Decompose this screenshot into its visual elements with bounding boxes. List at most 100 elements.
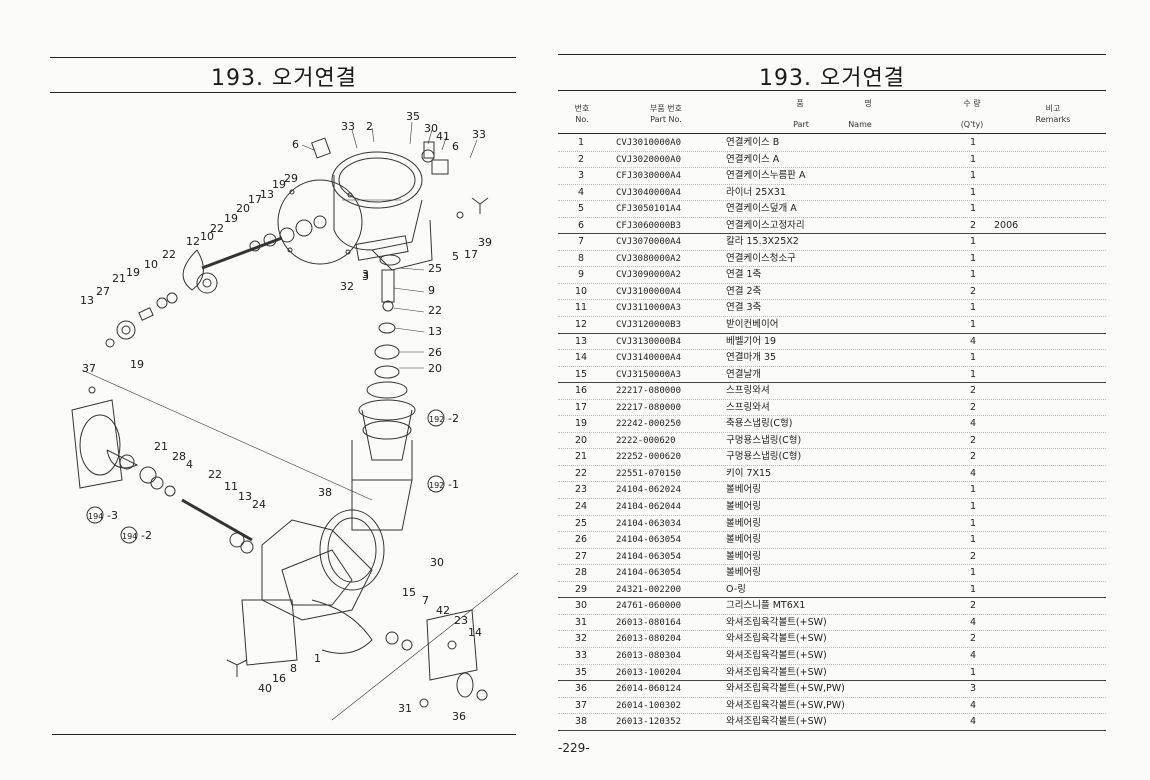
cell-part-no: 26014-060124 [616,684,682,695]
cell-qty: 1 [969,583,977,595]
cell-no: 25 [574,517,588,529]
callout: 21 [112,272,126,285]
cell-name: 와셔조립육각볼트(+SW,PW) [726,683,845,695]
cell-name: 볼베어링 [726,501,761,513]
cell-no: 21 [574,451,588,463]
cell-no: 28 [574,567,588,579]
cell-name: 라이너 25X31 [726,186,786,198]
callout: 13 [428,325,442,338]
cell-no: 16 [574,385,588,397]
callout: 19 [130,358,144,371]
cell-no: 12 [574,319,588,331]
cell-name: 연결케이스고정자리 [726,219,805,231]
cell-part-no: CVJ3070000A4 [616,237,682,248]
cell-name: 연결날개 [726,368,761,380]
cell-part-no: 24104-062024 [616,485,682,496]
cell-qty: 2 [969,434,977,446]
cell-part-no: 22217-080000 [616,386,682,397]
callout: 32 [340,280,354,293]
callout: 19 [126,266,140,279]
title-rule [558,90,1106,91]
cell-qty: 2 [969,401,977,413]
callout: 23 [454,614,468,627]
cell-qty: 2 [969,600,977,612]
cell-part-no: 26013-080304 [616,650,682,661]
page-number: -229- [558,741,590,755]
cell-part-no: 26013-120352 [616,717,682,728]
cell-name: 축용스냅링(C형) [726,418,793,430]
cell-no: 36 [574,683,588,695]
callout: 10 [200,230,214,243]
bottom-rule [52,734,516,735]
cell-no: 8 [577,252,585,264]
cell-part-no: CVJ3120000B3 [616,320,682,331]
left-page: 193. 오거연결 [0,0,560,780]
header-part-no-ko: 부품 번호 [650,104,682,113]
callout: 10 [144,258,158,271]
page-title: 193. 오거연결 [759,66,905,91]
cell-no: 5 [577,203,585,215]
callout: 3 [362,270,369,283]
cell-no: 2 [577,153,585,165]
cell-qty: 1 [969,666,977,678]
cell-name: 연결 1축 [726,269,762,281]
cell-no: 14 [574,352,588,364]
cell-part-no: 26014-100302 [616,700,682,711]
cell-name: 받이컨베이어 [726,319,779,331]
header-part-ko: 품 [796,99,804,108]
cell-qty: 1 [969,170,977,182]
callout: 11 [224,480,238,493]
cell-part-no: 2222-000620 [616,435,676,446]
callout: 1 [314,652,321,665]
cell-part-no: CVJ3150000A3 [616,369,682,380]
cell-name: 볼베어링 [726,534,761,546]
top-rule [558,54,1106,55]
leader-lines [81,121,518,721]
cell-name: 스프링와셔 [726,385,770,397]
callout: 2 [366,120,373,133]
cell-part-no: 22252-000620 [616,452,682,463]
header-name-en: Name [848,120,872,129]
cell-qty: 1 [969,153,977,165]
cell-part-no: 24104-063054 [616,535,682,546]
callout: 22 [208,468,222,481]
header-remarks-ko: 비고 [1045,104,1061,113]
cell-part-no: 24321-002200 [616,584,682,595]
callout: 41 [436,130,450,143]
callout: 8 [290,662,297,675]
callout: 22 [210,222,224,235]
cell-name: 와셔조립육각볼트(+SW,PW) [726,699,845,711]
cell-part-no: CVJ3100000A4 [616,286,682,297]
svg-text:-2: -2 [448,412,459,425]
exploded-parts-diagram: 33 2 35 30 41 33 6 6 13 19 29 17 20 19 2… [71,110,518,723]
callout: 4 [186,458,193,471]
cell-part-no: CFJ3030000A4 [616,171,682,182]
cell-qty: 4 [969,616,977,628]
cell-name: 볼베어링 [726,567,761,579]
cell-qty: 1 [969,352,977,364]
cell-part-no: 24761-060000 [616,601,682,612]
header-name-ko: 명 [864,99,872,108]
svg-text:-2: -2 [141,529,152,542]
callout: 25 [428,262,442,275]
cell-no: 6 [577,219,585,231]
cell-part-no: CVJ3090000A2 [616,270,682,281]
cell-part-no: 24104-063054 [616,568,682,579]
part-callouts: 33 2 35 30 41 33 6 6 13 19 29 17 20 19 2… [80,110,492,723]
cell-part-no: 26013-080204 [616,634,682,645]
shaft-assembly-upper [105,219,313,348]
svg-text:-1: -1 [448,478,459,491]
svg-text:194: 194 [88,512,103,521]
ref-192-2: 192 -2 [427,409,459,427]
cell-no: 26 [574,534,588,546]
cell-part-no: 22242-000250 [616,419,682,430]
cell-name: 연결 2축 [726,285,762,297]
cell-no: 7 [577,236,585,248]
